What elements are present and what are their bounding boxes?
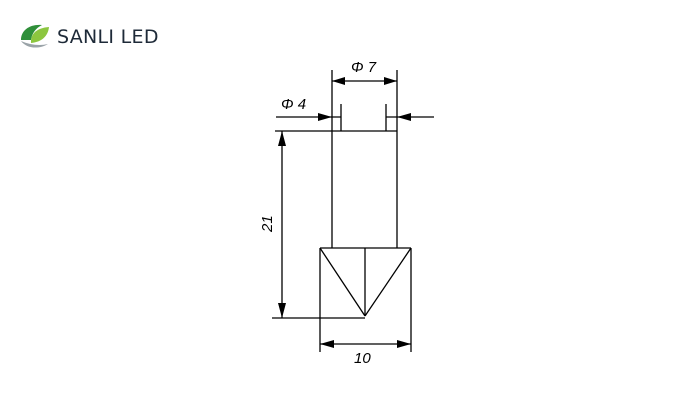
brand-name: SANLI LED — [57, 26, 159, 48]
head-left-chamfer — [319, 247, 366, 317]
height-arrow-top — [278, 131, 286, 146]
outer-diameter-arrow-left — [332, 77, 345, 85]
height-label: 21 — [259, 215, 276, 233]
head-right-chamfer — [364, 247, 412, 317]
inner-diameter-label: Φ 4 — [281, 96, 306, 113]
outer-diameter-label: Φ 7 — [351, 59, 377, 76]
inner-diameter-arrow-left — [318, 113, 332, 121]
width-label: 10 — [354, 350, 371, 367]
brand-logo: SANLI LED — [18, 22, 159, 52]
width-arrow-left — [320, 340, 334, 348]
inner-diameter-arrow-right — [397, 113, 411, 121]
sanli-leaf-icon — [21, 24, 49, 48]
height-arrow-bottom — [278, 303, 286, 318]
outer-diameter-arrow-right — [384, 77, 397, 85]
width-arrow-right — [397, 340, 411, 348]
